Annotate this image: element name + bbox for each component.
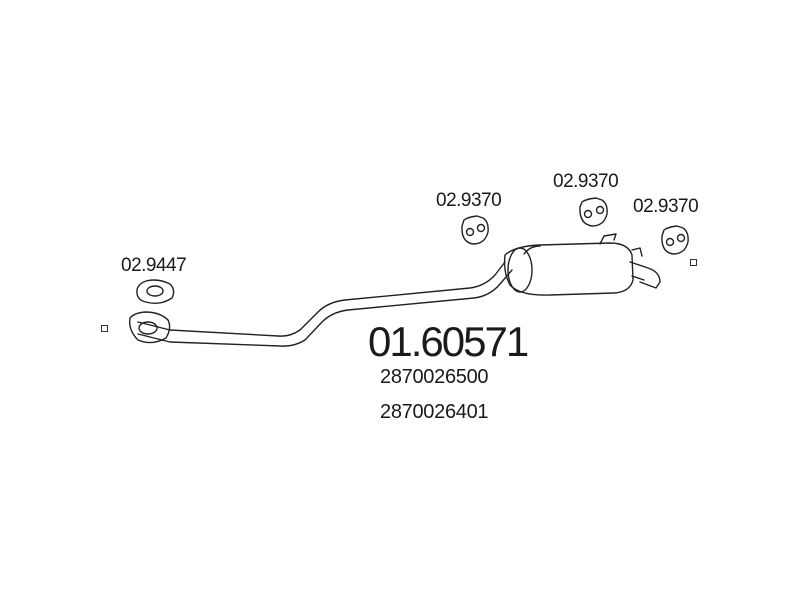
hanger-1-part-number: 02.9370 [436, 190, 502, 211]
rubber-hanger-3 [661, 225, 689, 255]
hanger-2-part-number: 02.9370 [553, 171, 619, 192]
oe-number-1: 2870026500 [380, 366, 489, 388]
rubber-hanger-2 [579, 197, 608, 227]
front-flange [128, 311, 171, 344]
oe-number-2: 2870026401 [380, 401, 489, 423]
exhaust-pipe-lower-edge [137, 269, 513, 347]
rubber-hanger-1 [461, 215, 489, 245]
right-end-marker [690, 259, 697, 266]
gasket-part-number: 02.9447 [121, 255, 187, 276]
flange-gasket [136, 279, 175, 305]
left-end-marker [101, 325, 108, 332]
hanger-3-part-number: 02.9370 [633, 196, 699, 217]
main-part-number: 01.60571 [368, 318, 529, 365]
exhaust-pipe [137, 261, 506, 337]
rear-muffler [503, 233, 661, 296]
